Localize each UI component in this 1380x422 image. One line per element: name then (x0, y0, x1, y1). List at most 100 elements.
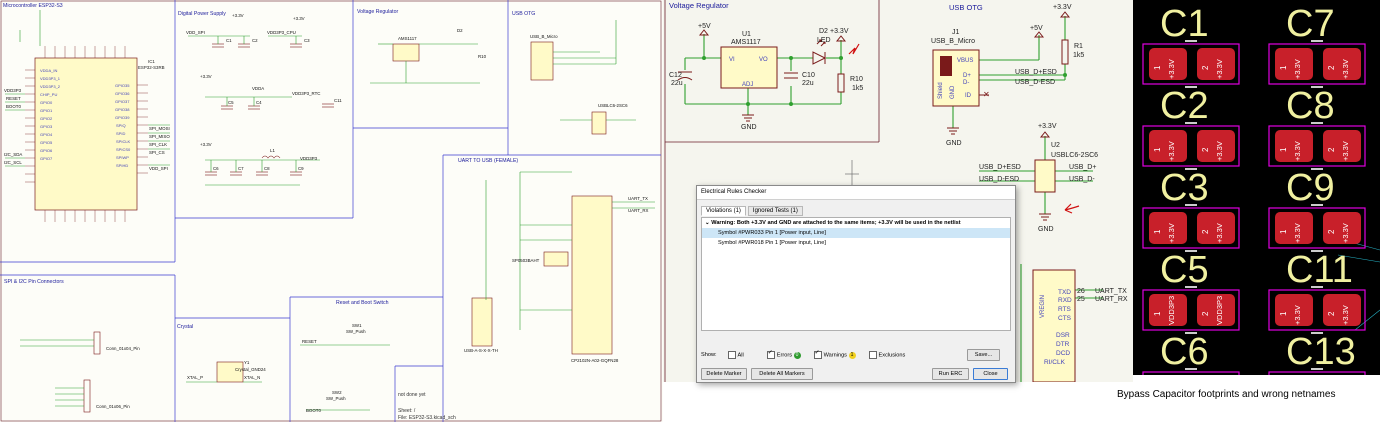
pcb-pad-c5-1 (1149, 294, 1187, 326)
save-button[interactable]: Save... (967, 349, 1000, 361)
tab-violations[interactable]: Violations (1) (701, 206, 746, 216)
svg-text:GPIO6: GPIO6 (40, 148, 53, 153)
svg-text:SPIWP: SPIWP (116, 155, 129, 160)
zoom-vreg-33v: +3.3V (830, 28, 849, 35)
figure-caption: Bypass Capacitor footprints and wrong ne… (1117, 389, 1336, 400)
show-label: Show: (701, 352, 717, 359)
violations-list[interactable]: ⌄ Warning: Both +3.3V and GND are attach… (701, 217, 1011, 331)
sheet1-usbotg-mini: USB_B_Micro USBLC6-2SC6 (530, 20, 636, 135)
s1-usb-esd: USBLC6-2SC6 (598, 103, 628, 108)
violation-warning-text: Warning: Both +3.3V and GND are attached… (711, 220, 961, 226)
crosshair-cursor (845, 160, 859, 186)
schematic-zoomed-canvas[interactable]: Voltage Regulator USB OTG +5V +3.3V U1 A… (663, 0, 1133, 382)
pcb-pad-netname: +3.3V (1215, 141, 1224, 161)
schematic-sheet-overview[interactable]: Microcontroller ESP32-S3 Digital Power S… (0, 0, 663, 422)
pcb-courtyard-c1 (1142, 43, 1240, 85)
delete-marker-button[interactable]: Delete Marker (701, 368, 747, 380)
zoom-j1-pin-id: ID (965, 93, 972, 99)
svg-text:GPIO5: GPIO5 (40, 140, 53, 145)
filter-all[interactable]: All (727, 351, 744, 360)
svg-text:VDDA_IN: VDDA_IN (40, 68, 57, 73)
zoom-u2-out-dp: USB_D+ (1069, 164, 1096, 171)
mcu-block-title: Microcontroller ESP32-S3 (3, 3, 63, 9)
s1-xtal-value: Crystal_GND24 (235, 367, 266, 372)
zoom-ams1117-symbol[interactable] (720, 46, 778, 89)
pcb-pad-c7-2 (1323, 48, 1361, 80)
filter-warnings[interactable]: Warnings 1 (813, 349, 856, 360)
filter-errors[interactable]: Errors 0 (766, 349, 801, 360)
pcb-courtyard-c5 (1142, 289, 1240, 331)
s1-sw2-ref: SW2 (332, 390, 342, 395)
zoom-vreg-gnd: GND (741, 124, 757, 131)
svg-text:VDD3P3_2: VDD3P3_2 (40, 84, 61, 89)
filter-exclusions-checkbox[interactable] (868, 351, 877, 360)
svg-text:SPID: SPID (116, 131, 125, 136)
tab-ignored-tests[interactable]: Ignored Tests (1) (747, 206, 803, 216)
cp-pin25: 25 (1077, 296, 1085, 303)
pcb-pad-number: 1 (1153, 229, 1162, 234)
filter-exclusions[interactable]: Exclusions (868, 351, 905, 360)
delete-all-markers-button[interactable]: Delete All Markers (751, 368, 813, 380)
cp-pin-vregin: VREGIN (1040, 295, 1046, 318)
filter-warnings-label: Warnings (823, 352, 847, 359)
cp-pin26: 26 (1077, 288, 1085, 295)
schematic-sheet-canvas[interactable]: Microcontroller ESP32-S3 Digital Power S… (0, 0, 663, 422)
svg-text:VDD3P3_1: VDD3P3_1 (40, 76, 61, 81)
s1-xtal-ref: Y1 (244, 360, 250, 365)
zoom-vreg-title: Voltage Regulator (669, 1, 729, 10)
pcb-pad-number: 1 (1279, 229, 1288, 234)
zoom-u2-in-dm: USB_D-ESD (979, 176, 1019, 183)
zoom-u2-symbol[interactable] (1034, 159, 1056, 193)
cap-c6-ref: C6 (213, 166, 219, 171)
filter-warnings-checkbox[interactable] (813, 349, 822, 359)
svg-text:GPIO38: GPIO38 (115, 107, 130, 112)
zoom-net-dm-esd: USB_D-ESD (1015, 79, 1055, 86)
pcb-pad-c11-1 (1275, 294, 1313, 326)
mcu-net-clk: SPI_CLK (149, 142, 167, 147)
violation-warning-row[interactable]: ⌄ Warning: Both +3.3V and GND are attach… (702, 218, 1010, 228)
mcu-net-mosi: SPI_MOSI (149, 126, 170, 131)
mcu-net-boot0: BOOT0 (6, 104, 21, 109)
close-button[interactable]: Close (973, 368, 1008, 380)
pcb-pad-netname: +3.3V (1341, 305, 1350, 325)
usb-port-icon (940, 56, 952, 76)
pcb-pad-c2-1 (1149, 130, 1187, 162)
pcb-courtyard-c8 (1268, 125, 1366, 167)
expand-chevron-icon[interactable]: ⌄ (705, 220, 712, 226)
annotation-arrow-vreg (848, 43, 860, 55)
usbotg-block-title: USB OTG (512, 11, 535, 17)
mcu-net-reset: RESET (6, 96, 21, 101)
s1-usb-conn: USB_B_Micro (530, 34, 558, 39)
zoom-c10-val: 22u (802, 80, 814, 87)
pcb-pad-c9-1 (1275, 212, 1313, 244)
zoom-u1-pin-vo: VO (759, 57, 768, 63)
violation-item-2[interactable]: Symbol #PWR018 Pin 1 [Power input, Line] (718, 240, 826, 246)
s1-uart-tx: UART_TX (628, 196, 648, 201)
erc-dialog[interactable]: Electrical Rules Checker Violations (1) … (696, 185, 1016, 383)
cp-pin-dcd: DCD (1056, 350, 1070, 357)
run-erc-button[interactable]: Run ERC (932, 368, 969, 380)
pcb-pad-netname: +3.3V (1341, 223, 1350, 243)
svg-text:GPIO37: GPIO37 (115, 99, 130, 104)
power-net-vdd3p3: VDD3P3 (300, 156, 318, 161)
pcb-pad-netname: +3.3V (1215, 59, 1224, 79)
violation-item-1[interactable]: Symbol #PWR033 Pin 1 [Power input, Line] (702, 228, 1010, 238)
zoom-c10-ref: C10 (802, 72, 815, 79)
power-net-vddspi: VDD_SPI (186, 30, 205, 35)
s1-vreg-led: D2 (457, 28, 463, 33)
zoom-j1-val: USB_B_Micro (931, 38, 975, 45)
filter-errors-checkbox[interactable] (766, 349, 775, 359)
sheet1-reset-block: RESET BOOT0 SW1 SW_Push SW2 SW_Push (300, 323, 390, 413)
filter-all-checkbox[interactable] (727, 351, 736, 360)
pcb-pad-netname: +3.3V (1167, 223, 1176, 243)
power-net-vdda: VDDA (252, 86, 264, 91)
cp-net-tx: UART_TX (1095, 288, 1127, 295)
cap-c5-ref: C5 (228, 100, 234, 105)
pcb-courtyard-c13 (1268, 371, 1366, 375)
sheet1-spi-block: Conn_01x04_Pin Conn_01x06_Pin (20, 331, 140, 413)
s1-spi-conn2: Conn_01x06_Pin (96, 404, 130, 409)
zoom-cp2102-symbol[interactable] (1032, 269, 1076, 382)
